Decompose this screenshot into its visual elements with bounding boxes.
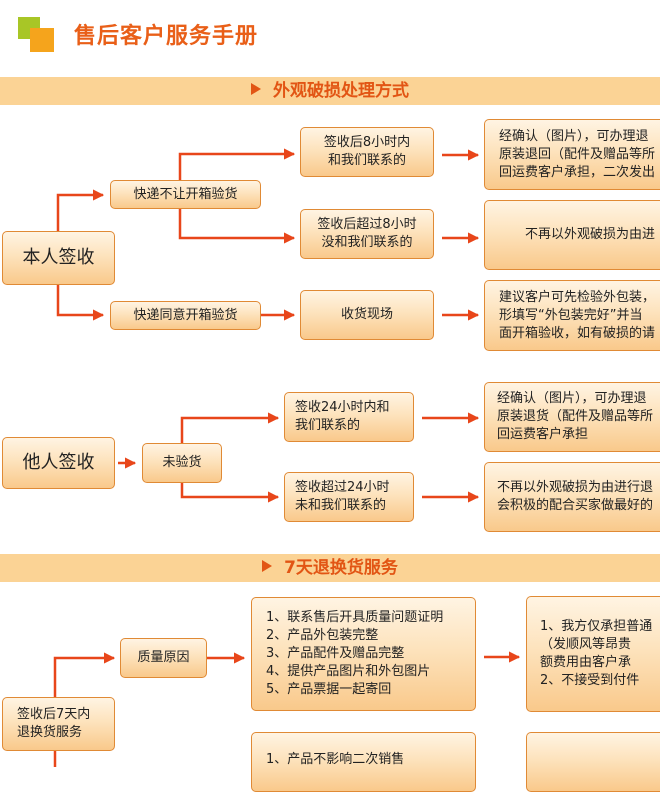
arrow-self-to-allowinspect <box>56 285 105 321</box>
triangle-right-icon <box>262 560 273 572</box>
node-list-2: 1、产品不影响二次销售 <box>251 732 476 792</box>
node-result-6: 1、我方仅承担普通 （发顺风等昂贵 额费用由客户承 2、不接受到付件 <box>526 596 660 712</box>
arrow-notinspected-to-within24 <box>180 412 280 443</box>
arrow-notinspected-to-over24 <box>180 483 280 503</box>
node-self-sign: 本人签收 <box>2 231 115 285</box>
section-title-return: 7天退换货服务 <box>0 554 660 582</box>
arrow-self-to-noinspect <box>56 189 105 231</box>
node-not-inspected: 未验货 <box>142 443 222 483</box>
node-result-3: 建议客户可先检验外包装， 形填写“外包装完好”并当 面开箱验收，如有破损的请 <box>484 280 660 351</box>
section-bar-damage <box>0 77 660 105</box>
node-other-sign: 他人签收 <box>2 437 115 489</box>
node-result-5: 不再以外观破损为由进行退 会积极的配合买家做最好的 <box>484 462 660 532</box>
node-result-1: 经确认（图片），可办理退 原装退回（配件及赠品等所 回运费客户承担，二次发出 <box>484 119 660 190</box>
node-within-24h: 签收24小时内和 我们联系的 <box>284 392 414 442</box>
logo-square-orange <box>30 28 54 52</box>
node-result-7 <box>526 732 660 792</box>
section-title-damage: 外观破损处理方式 <box>0 77 660 105</box>
node-on-site: 收货现场 <box>300 290 434 340</box>
node-over-8h: 签收后超过8小时 没和我们联系的 <box>300 209 434 259</box>
section-bar-return <box>0 554 660 582</box>
arrow-noinspect-to-within8 <box>178 148 296 180</box>
node-over-24h: 签收超过24小时 未和我们联系的 <box>284 472 414 522</box>
connector-lines <box>53 148 521 767</box>
node-allow-inspect: 快递同意开箱验货 <box>110 301 261 330</box>
node-quality-list: 1、联系售后开具质量问题证明 2、产品外包装完整 3、产品配件及赠品完整 4、提… <box>251 597 476 711</box>
node-no-inspect: 快递不让开箱验货 <box>110 180 261 209</box>
arrow-sevenday-to-quality <box>53 652 116 697</box>
arrow-noinspect-to-over8 <box>178 209 296 244</box>
node-seven-day: 签收后7天内 退换货服务 <box>2 697 115 751</box>
node-quality-reason: 质量原因 <box>120 638 207 678</box>
triangle-right-icon <box>251 83 261 95</box>
page-title: 售后客户服务手册 <box>74 24 259 49</box>
node-within-8h: 签收后8小时内 和我们联系的 <box>300 127 434 177</box>
node-result-2: 不再以外观破损为由进 <box>484 200 660 270</box>
node-result-4: 经确认（图片），可办理退 原装退货（配件及赠品等所 回运费客户承担 <box>484 382 660 452</box>
